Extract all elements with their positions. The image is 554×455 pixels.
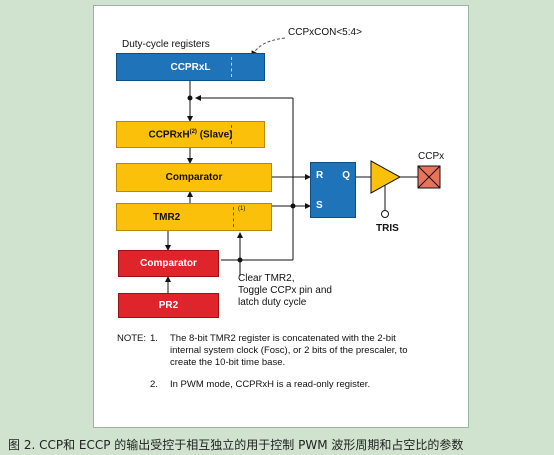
sr-latch-r: R xyxy=(316,170,324,181)
bit-divider xyxy=(231,57,232,77)
sr-latch-q: Q xyxy=(342,170,350,181)
note1-line1: The 8-bit TMR2 register is concatenated … xyxy=(170,333,396,344)
junction-dot xyxy=(187,95,193,101)
bit-divider xyxy=(233,207,234,227)
clear-tmr2-line3: latch duty cycle xyxy=(238,297,307,308)
note-prefix: NOTE: xyxy=(117,333,147,344)
clear-tmr2-line2: Toggle CCPx pin and xyxy=(238,285,332,296)
comparator-duty: Comparator xyxy=(116,163,272,192)
note1-line3: create the 10-bit time base. xyxy=(170,357,286,368)
comparator-period-label: Comparator xyxy=(140,258,197,269)
bit-divider xyxy=(231,125,232,144)
ccprxl-label: CCPRxL xyxy=(170,61,211,73)
junction-dot xyxy=(237,257,243,263)
tmr2-footnote: (1) xyxy=(238,206,246,212)
comparator-duty-label: Comparator xyxy=(165,172,223,183)
pr2-register: PR2 xyxy=(118,293,219,318)
ccprxh-footnote: (2) xyxy=(189,128,197,135)
tmr2-label: TMR2 xyxy=(153,211,181,223)
tris-bubble xyxy=(381,210,389,218)
ccpx-label: CCPx xyxy=(418,151,445,162)
ccprxh-label: CCPRxH xyxy=(148,129,190,141)
ccprxh-register: CCPRxH(2) (Slave) xyxy=(116,121,265,148)
junction-dot xyxy=(290,203,296,209)
clear-tmr2-line1: Clear TMR2, xyxy=(238,273,295,284)
note1-number: 1. xyxy=(150,333,158,344)
figure-caption: 图 2. CCP和 ECCP 的输出受控于相互独立的用于控制 PWM 波形周期和… xyxy=(8,438,464,452)
pr2-label: PR2 xyxy=(158,300,179,311)
ccprxl-register: CCPRxL xyxy=(116,53,265,81)
tris-label: TRIS xyxy=(376,223,399,234)
note1-line2: internal system clock (Fosc), or 2 bits … xyxy=(170,345,408,356)
ccpxcon-label: CCPxCON<5:4> xyxy=(288,27,362,38)
ccprxh-slave-label: (Slave) xyxy=(199,129,233,141)
tmr2-register: TMR2 (1) xyxy=(116,203,272,231)
duty-cycle-registers-label: Duty-cycle registers xyxy=(122,39,210,50)
comparator-period: Comparator xyxy=(118,250,219,277)
sr-latch: R Q S xyxy=(310,162,356,218)
note2-number: 2. xyxy=(150,379,158,390)
sr-latch-s: S xyxy=(316,200,323,211)
note2-line1: In PWM mode, CCPRxH is a read-only regis… xyxy=(170,379,371,390)
